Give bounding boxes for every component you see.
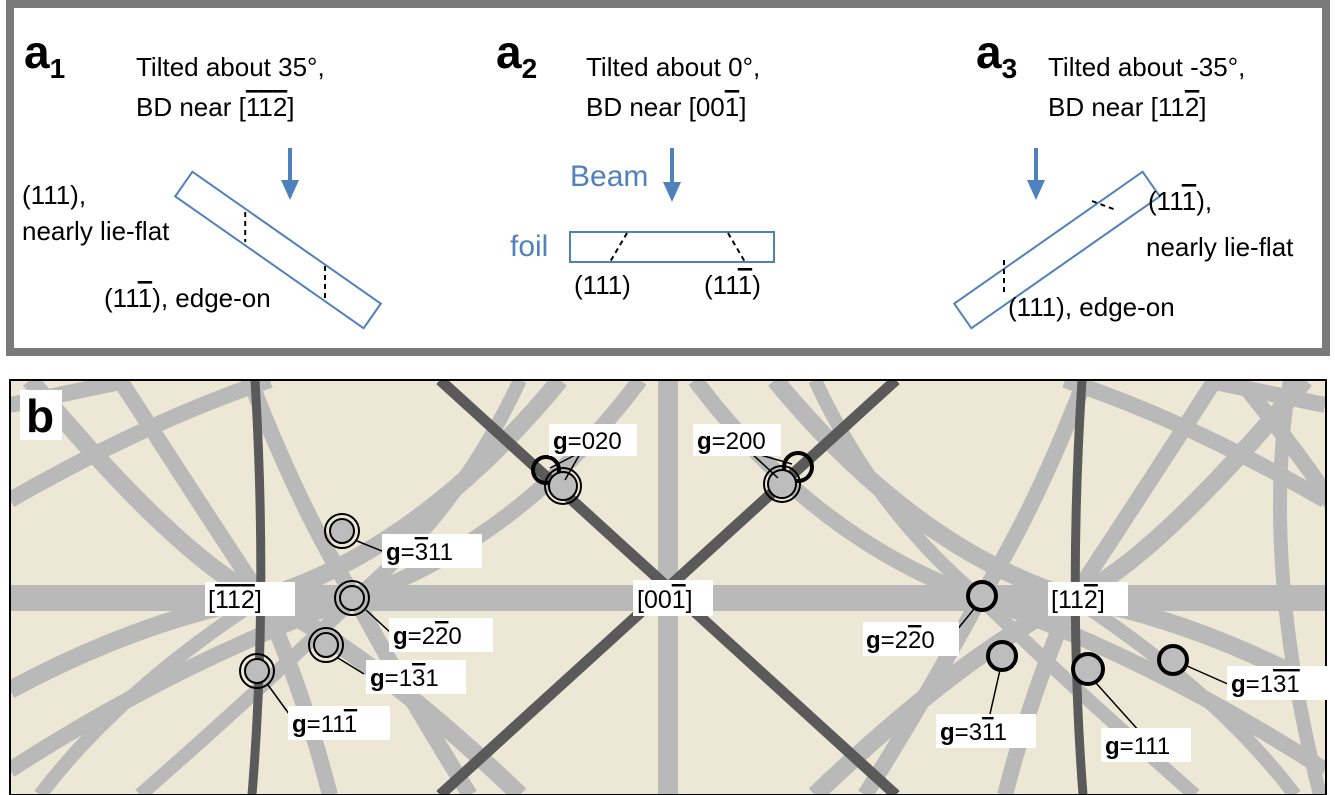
a2-plane-right-label: (111): [704, 270, 761, 300]
svg-text:g=131: g=131: [1231, 671, 1300, 698]
a2-plane-left-label: (111): [574, 270, 631, 300]
a1-plane-edge-label: (111), edge-on: [104, 283, 271, 313]
spot-g22bar0-right: g=220: [863, 580, 998, 656]
a2-plane-right-trace: [727, 232, 746, 263]
a3-plane-edge-label: (111), edge-on: [1008, 292, 1175, 322]
svg-text:[001]: [001]: [637, 586, 693, 614]
a3-bd-text: BD near [112]: [1048, 92, 1207, 122]
panel-a: a1 Tilted about 35°, BD near [112] (111)…: [6, 0, 1330, 356]
spot-g3bar11-left: g=311: [324, 513, 482, 568]
svg-text:g=111: g=111: [292, 711, 357, 738]
a3-plane-flat-label: (111),: [1148, 186, 1212, 216]
zone-label-center: [001]: [633, 580, 713, 616]
subpanel-a1: a1 Tilted about 35°, BD near [112] (111)…: [22, 26, 383, 330]
a3-beam-arrow: [1027, 148, 1045, 200]
svg-text:[112]: [112]: [1051, 586, 1105, 614]
spot-g111-right: g=111: [1071, 652, 1191, 762]
zone-label-right: [112]: [1048, 582, 1128, 616]
a1-plane-flat-label: (111),: [22, 180, 86, 210]
a2-bd-text: BD near [001]: [586, 92, 746, 122]
svg-text:g=311: g=311: [386, 539, 453, 566]
spot-g1bar3bar1-right: g=131: [1157, 644, 1327, 700]
spot-g111bar-left: g=111: [239, 653, 390, 740]
a2-beam-arrow: [663, 148, 681, 202]
a1-plane-flat-label-2: nearly lie-flat: [22, 216, 170, 246]
label-a1: a1: [24, 26, 65, 84]
svg-text:[112]: [112]: [208, 586, 262, 614]
svg-text:g=220: g=220: [866, 627, 935, 654]
a2-beam-label: Beam: [570, 160, 648, 193]
spot-g200: g=200: [693, 424, 814, 503]
panel-b-frame: [9, 379, 1327, 795]
zone-label-left: [112]: [205, 582, 295, 616]
svg-text:g=200: g=200: [697, 428, 766, 455]
label-b: b: [26, 390, 54, 442]
a1-tilt-text: Tilted about 35°,: [136, 52, 325, 82]
label-b-background: [20, 390, 62, 440]
a3-plane-flat-trace: [1091, 200, 1117, 211]
svg-text:g=311: g=311: [940, 719, 1007, 746]
a2-tilt-text: Tilted about 0°,: [586, 52, 760, 82]
label-a2: a2: [496, 26, 537, 84]
label-a3: a3: [976, 26, 1017, 84]
a1-bd-text: BD near [112]: [136, 92, 295, 122]
svg-text:g=020: g=020: [553, 428, 622, 455]
subpanel-a2: a2 Tilted about 0°, BD near [001] Beam f…: [496, 26, 775, 300]
a2-plane-left-trace: [609, 232, 628, 263]
a3-tilt-text: Tilted about -35°,: [1048, 52, 1245, 82]
a3-foil: [952, 170, 1162, 330]
panel-a-frame: [6, 0, 1330, 356]
spot-g31bar1-right: g=311: [936, 640, 1036, 748]
panel-b: b [112] [001] [112] g=020 g=200: [9, 379, 1327, 795]
a3-plane-flat-label-2: nearly lie-flat: [1146, 232, 1294, 262]
spot-g020: g=020: [531, 424, 637, 505]
a2-foil-label: foil: [510, 230, 548, 263]
spot-g22bar0-left: g=220: [334, 580, 493, 652]
a1-beam-arrow: [281, 148, 299, 200]
spot-g13bar1-left: g=131: [308, 627, 466, 694]
subpanel-a3: a3 Tilted about -35°, BD near [112] (111…: [952, 26, 1294, 330]
a2-foil: [569, 231, 775, 263]
svg-text:g=220: g=220: [393, 623, 462, 650]
svg-text:g=131: g=131: [370, 665, 439, 692]
svg-text:g=111: g=111: [1105, 733, 1170, 760]
